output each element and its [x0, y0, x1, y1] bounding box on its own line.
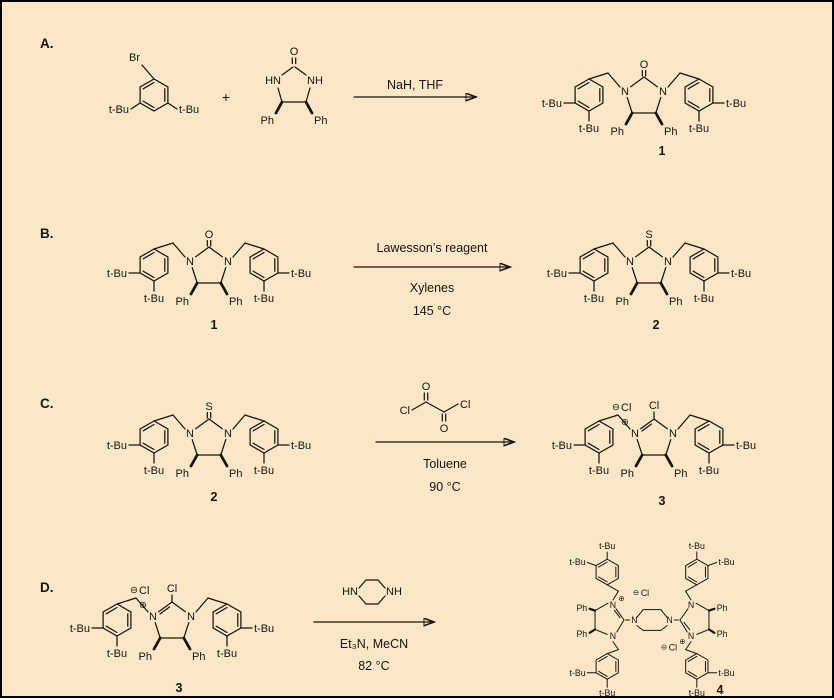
product-1: 1	[542, 59, 746, 158]
reactant-compound-2: 2	[107, 401, 311, 504]
reactant-compound-1: 1	[107, 229, 311, 332]
conditions-a: NaH, THF	[387, 78, 443, 92]
nitrogen-label: N	[610, 600, 616, 610]
reaction-d: D. 3 HN NH Et₃N, MeCN 82 °C N N	[40, 541, 735, 698]
compound-number-4: 4	[717, 683, 724, 697]
compound-number-3: 3	[176, 681, 183, 695]
conditions-d-base: Et₃N, MeCN	[340, 637, 408, 651]
phenyl-label: Ph	[576, 603, 587, 613]
phenyl-label: Ph	[717, 603, 728, 613]
nitrogen-label: N	[631, 615, 637, 625]
chloride-label: Cl	[669, 642, 677, 652]
reactant-imidazolidinone: O HN NH Ph Ph	[261, 46, 328, 127]
arrow-b: Lawesson’s reagent Xylenes 145 °C	[353, 241, 510, 318]
reagent-oxalyl-chloride: O Cl O Cl	[400, 381, 471, 435]
chlorine-label: Cl	[400, 405, 410, 417]
phenyl-label: Ph	[576, 629, 587, 639]
oxygen-label: O	[440, 423, 449, 435]
reaction-c: C. 2 O Cl O Cl Toluene 90 °C 3	[40, 381, 756, 508]
reagent-piperazine: HN NH	[342, 579, 402, 605]
bromine-label: Br	[129, 52, 140, 64]
nh-label: NH	[307, 75, 323, 87]
reaction-b: B. 1 Lawesson’s reagent Xylenes 145 °C 2	[40, 226, 751, 332]
phenyl-label: Ph	[261, 115, 274, 127]
plus-sign: +	[222, 89, 230, 105]
plus-charge: ⊕	[679, 637, 685, 646]
section-label-a: A.	[40, 36, 54, 51]
nitrogen-label: N	[666, 615, 672, 625]
minus-charge: ⊖	[661, 643, 667, 652]
product-3: 3	[552, 400, 756, 508]
conditions-b-solvent: Xylenes	[410, 281, 454, 295]
phenyl-label: Ph	[717, 629, 728, 639]
compound-number-1: 1	[659, 144, 666, 158]
reactant-compound-3: 3	[70, 583, 274, 695]
arrow-a: NaH, THF	[353, 78, 476, 97]
nitrogen-label: N	[688, 600, 694, 610]
hn-label: HN	[265, 75, 281, 87]
section-label-c: C.	[40, 396, 54, 411]
product-4-structure: N N N N Ph Ph	[569, 541, 734, 698]
reactant-benzyl-bromide: Br	[109, 52, 199, 116]
hn-label: HN	[342, 586, 358, 598]
section-label-b: B.	[40, 226, 54, 241]
nitrogen-label: N	[688, 631, 694, 641]
phenyl-label: Ph	[314, 115, 327, 127]
minus-charge: ⊖	[633, 588, 639, 597]
conditions-b-reagent: Lawesson’s reagent	[377, 241, 488, 255]
arrow-c: Toluene 90 °C	[375, 442, 514, 494]
nitrogen-label: N	[610, 631, 616, 641]
plus-charge: ⊕	[618, 594, 624, 603]
compound-number-2: 2	[653, 318, 660, 332]
oxygen-label: O	[422, 381, 431, 393]
nh-label: NH	[386, 586, 402, 598]
compound-number-1: 1	[211, 318, 218, 332]
compound-number-3: 3	[659, 494, 666, 508]
conditions-c-temp: 90 °C	[429, 480, 460, 494]
chlorine-label: Cl	[460, 399, 470, 411]
section-label-d: D.	[40, 580, 54, 595]
product-2: 2	[547, 229, 751, 332]
oxygen-label: O	[290, 46, 299, 58]
conditions-d-temp: 82 °C	[358, 659, 389, 673]
conditions-c-solvent: Toluene	[423, 457, 467, 471]
conditions-b-temp: 145 °C	[413, 304, 451, 318]
compound-number-2: 2	[211, 490, 218, 504]
chloride-label: Cl	[641, 588, 649, 598]
reaction-a: A. Br + O HN NH Ph Ph NaH, THF	[40, 36, 746, 158]
arrow-d: Et₃N, MeCN 82 °C	[313, 622, 434, 673]
